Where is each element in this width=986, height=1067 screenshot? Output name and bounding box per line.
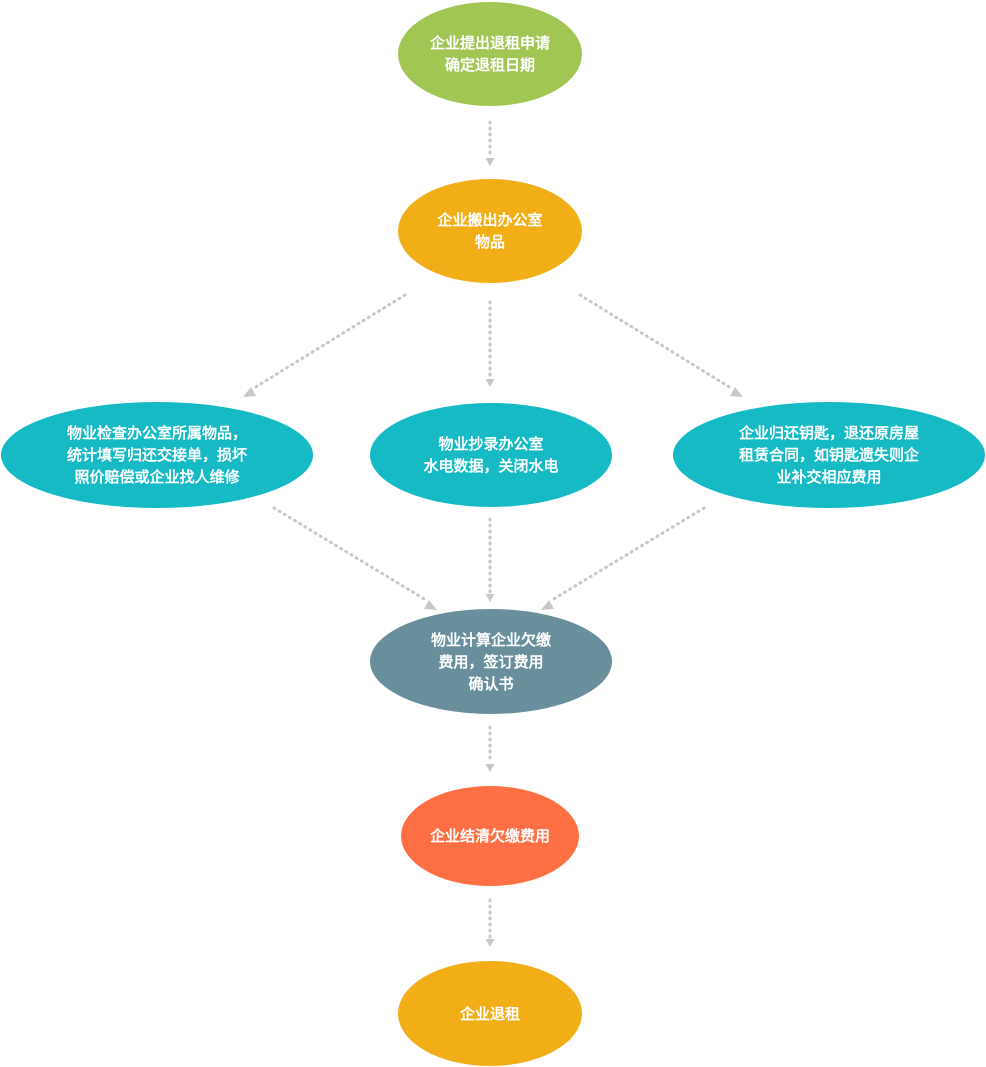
arrowhead-calculate-right <box>541 600 554 610</box>
node-exit-complete-label: 企业退租 <box>459 1004 520 1023</box>
node-record-utilities: 物业抄录办公室 水电数据，关闭水电 <box>370 403 612 507</box>
node-calculate-arrears-label: 物业计算企业欠缴 费用，签订费用 确认书 <box>430 630 551 693</box>
node-inspect-office-items-label: 物业检查办公室所属物品， 统计填写归还交接单，损坏 照价赔偿或企业找人维修 <box>66 424 247 486</box>
node-calculate-arrears: 物业计算企业欠缴 费用，签订费用 确认书 <box>370 609 612 714</box>
connector-move-out-to-keys <box>578 293 733 390</box>
node-settle-arrears: 企业结清欠缴费用 <box>401 786 579 886</box>
arrowhead-calculate-center <box>485 594 495 602</box>
node-move-out-items-label: 企业搬出办公室 物品 <box>437 211 543 251</box>
node-inspect-office-items: 物业检查办公室所属物品， 统计填写归还交接单，损坏 照价赔偿或企业找人维修 <box>1 402 313 508</box>
node-apply-for-exit: 企业提出退租申请 确定退租日期 <box>398 2 582 106</box>
arrowhead-move-out <box>485 158 495 166</box>
connector-inspect-to-calculate <box>272 506 428 602</box>
arrowhead-inspect <box>243 387 256 397</box>
arrowhead-calculate-left <box>424 600 437 610</box>
arrowhead-settle <box>485 764 495 772</box>
connector-move-out-to-inspect <box>252 293 407 390</box>
arrowhead-keys <box>730 387 743 397</box>
node-return-keys-label: 企业归还钥匙，退还原房屋 租赁合同，如钥匙遗失则企 业补交相应费用 <box>738 424 919 486</box>
node-record-utilities-label: 物业抄录办公室 水电数据，关闭水电 <box>423 435 559 475</box>
arrowhead-meter <box>485 379 495 387</box>
arrowhead-end <box>485 939 495 947</box>
node-settle-arrears-label: 企业结清欠缴费用 <box>429 827 550 845</box>
connector-keys-to-calculate <box>550 506 706 602</box>
node-apply-for-exit-label: 企业提出退租申请 确定退租日期 <box>429 34 550 74</box>
node-exit-complete: 企业退租 <box>398 961 582 1066</box>
node-move-out-items: 企业搬出办公室 物品 <box>398 179 582 283</box>
node-return-keys: 企业归还钥匙，退还原房屋 租赁合同，如钥匙遗失则企 业补交相应费用 <box>673 402 985 508</box>
